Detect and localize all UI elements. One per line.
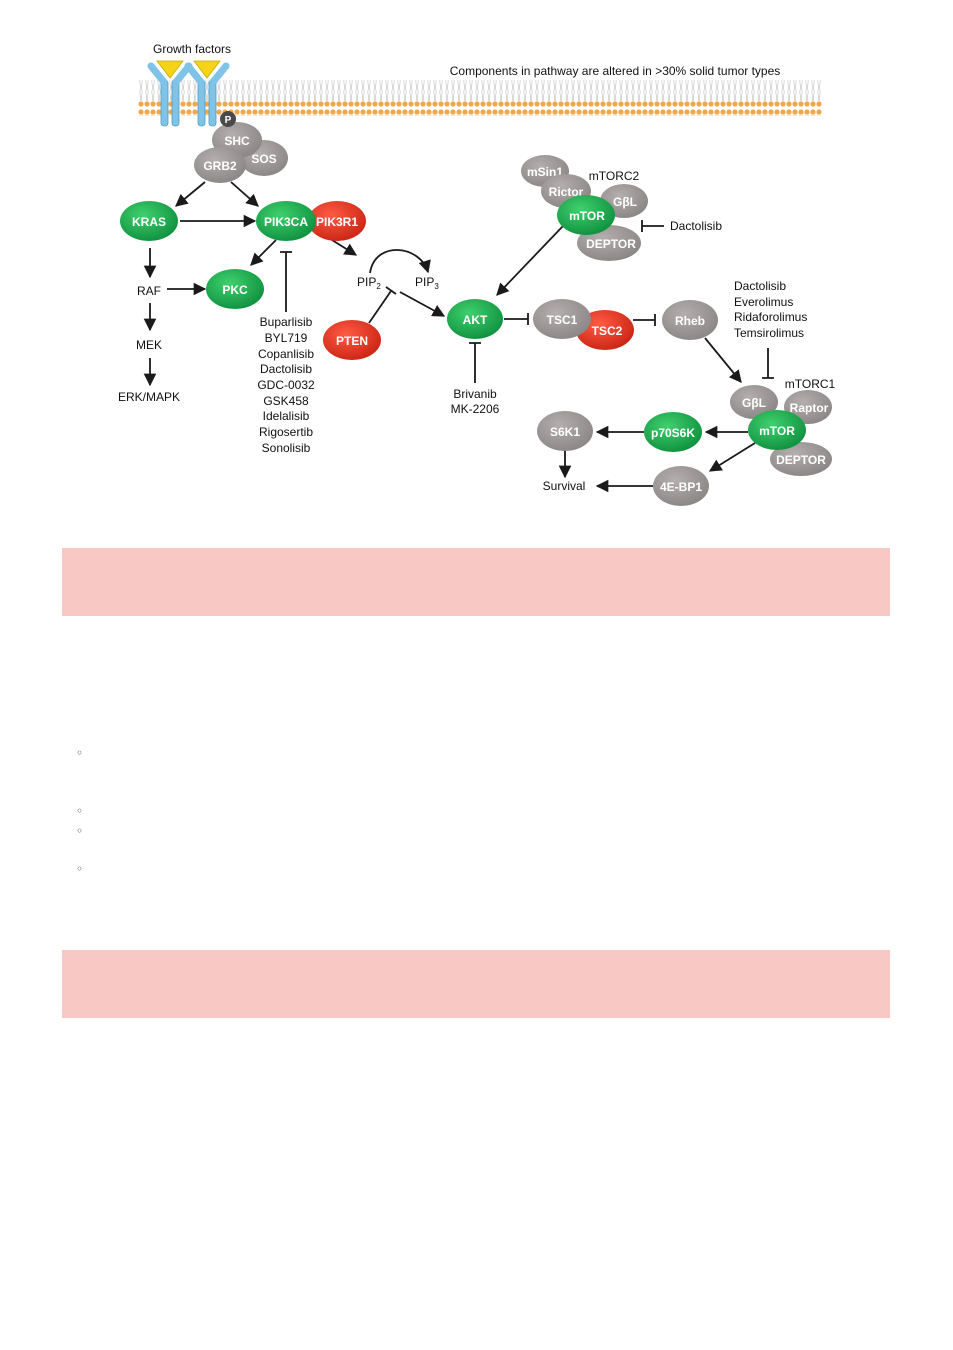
node-kras-label: KRAS bbox=[132, 215, 166, 229]
pik3-drug-list: Buparlisib BYL719 Copanlisib Dactolisib … bbox=[257, 315, 315, 455]
node-msin1-label: mSin1 bbox=[527, 165, 563, 179]
drug-buparlisib: Buparlisib bbox=[260, 315, 313, 329]
node-pten-label: PTEN bbox=[336, 334, 368, 348]
highlight-band-bottom bbox=[62, 950, 890, 1018]
label-mek: MEK bbox=[136, 338, 162, 352]
arrow-pik3r1-pip2 bbox=[331, 239, 358, 256]
node-4ebp1-label: 4E-BP1 bbox=[660, 480, 702, 494]
drug-dactolisib: Dactolisib bbox=[260, 362, 312, 376]
arrow-pip2-pip3 bbox=[369, 249, 431, 274]
label-survival: Survival bbox=[543, 479, 586, 493]
node-pik3ca-label: PIK3CA bbox=[264, 215, 308, 229]
node-rictor-label: Rictor bbox=[549, 185, 584, 199]
label-pip3: PIP3 bbox=[415, 275, 439, 291]
node-pten bbox=[323, 320, 381, 360]
list-bullet-2: ◦ bbox=[76, 804, 84, 818]
arrow-grb2-pik3ca bbox=[230, 181, 259, 207]
drug-ridaforolimus: Ridaforolimus bbox=[734, 310, 807, 324]
drug-temsirolimus: Temsirolimus bbox=[734, 326, 804, 340]
node-pik3ca bbox=[256, 201, 316, 241]
arrow-rheb-mtorc1 bbox=[704, 337, 742, 383]
list-bullet-4: ◦ bbox=[76, 862, 84, 876]
node-pik3r1-label: PIK3R1 bbox=[316, 215, 358, 229]
label-mtorc1: mTORC1 bbox=[785, 377, 836, 391]
pathway-arrows bbox=[143, 181, 774, 493]
node-akt bbox=[447, 299, 503, 339]
growth-factors-label: Growth factors bbox=[153, 42, 231, 56]
mtorc1-drug-list: Dactolisib Everolimus Ridaforolimus Tems… bbox=[734, 279, 807, 340]
inhibit-drugs-pik3ca bbox=[280, 251, 292, 312]
arrow-grb2-kras bbox=[175, 181, 206, 207]
inhibit-pten-pip bbox=[368, 286, 397, 324]
drug-brivanib: Brivanib bbox=[453, 387, 497, 401]
phospho-label: P bbox=[225, 115, 232, 126]
drug-mk-2206: MK-2206 bbox=[451, 402, 500, 416]
node-mtor-mtorc1-label: mTOR bbox=[759, 424, 795, 438]
node-kras bbox=[120, 201, 178, 241]
arrow-pik3ca-pkc bbox=[250, 239, 277, 266]
node-rheb bbox=[662, 300, 718, 340]
node-grb2-label: GRB2 bbox=[203, 159, 237, 173]
label-raf: RAF bbox=[137, 284, 161, 298]
node-p70s6k-label: p70S6K bbox=[651, 426, 695, 440]
label-pip2: PIP2 bbox=[357, 275, 381, 291]
node-sos-label: SOS bbox=[251, 152, 276, 166]
node-deptor-mtorc1-label: DEPTOR bbox=[776, 453, 826, 467]
highlight-band-top bbox=[62, 548, 890, 616]
drug-rigosertib: Rigosertib bbox=[259, 425, 313, 439]
node-tsc1-label: TSC1 bbox=[547, 313, 578, 327]
drug-idelalisib: Idelalisib bbox=[263, 409, 310, 423]
node-tsc2-label: TSC2 bbox=[592, 324, 623, 338]
drug-everolimus: Everolimus bbox=[734, 295, 793, 309]
drug-dactolisib-mtorc2: Dactolisib bbox=[670, 219, 722, 233]
node-pkc-label: PKC bbox=[222, 283, 248, 297]
drug-byl719: BYL719 bbox=[265, 331, 308, 345]
node-shc-label: SHC bbox=[224, 134, 250, 148]
node-mtor-mtorc1 bbox=[748, 410, 806, 450]
inhibit-dactolisib-mtorc2 bbox=[641, 220, 664, 232]
ligand-right-icon bbox=[193, 60, 221, 79]
ligand-left-icon bbox=[156, 60, 184, 79]
label-erk-mapk: ERK/MAPK bbox=[118, 390, 180, 404]
node-raptor-label: Raptor bbox=[790, 401, 829, 415]
label-mtorc2: mTORC2 bbox=[589, 169, 640, 183]
node-gbl-mtorc1 bbox=[730, 385, 778, 419]
node-grb2 bbox=[194, 147, 246, 183]
node-s6k1-label: S6K1 bbox=[550, 425, 580, 439]
list-bullet-1: ◦ bbox=[76, 746, 84, 760]
node-s6k1 bbox=[537, 411, 593, 451]
receptor-right bbox=[184, 60, 230, 127]
arrow-pip-akt bbox=[399, 291, 446, 317]
drug-dactolisib-mtorc1: Dactolisib bbox=[734, 279, 786, 293]
node-gbl-mtorc2-label: GβL bbox=[613, 195, 637, 209]
node-gbl-mtorc1-label: GβL bbox=[742, 396, 766, 410]
node-rheb-label: Rheb bbox=[675, 314, 705, 328]
list-bullet-3: ◦ bbox=[76, 824, 84, 838]
receptor-left bbox=[147, 60, 193, 127]
inhibit-drugs-mtorc1 bbox=[762, 348, 774, 379]
node-4ebp1 bbox=[653, 466, 709, 506]
cell-membrane bbox=[138, 80, 822, 116]
node-pik3r1 bbox=[308, 201, 366, 241]
node-mtor-mtorc2 bbox=[557, 195, 615, 235]
node-deptor-mtorc1 bbox=[770, 442, 832, 476]
node-deptor-mtorc2-label: DEPTOR bbox=[586, 237, 636, 251]
arrow-mtor-4ebp1 bbox=[708, 442, 756, 472]
node-p70s6k bbox=[644, 412, 702, 452]
drug-sonolisib: Sonolisib bbox=[262, 441, 311, 455]
arrow-mtorc2-akt bbox=[496, 225, 564, 296]
drug-gsk458: GSK458 bbox=[263, 394, 309, 408]
phospho-icon bbox=[220, 111, 236, 127]
inhibit-drugs-akt bbox=[469, 342, 481, 383]
node-pkc bbox=[206, 269, 264, 309]
pathway-diagram: Growth factors Components in pathway are… bbox=[118, 42, 836, 506]
node-tsc1 bbox=[533, 299, 591, 339]
node-mtor-mtorc2-label: mTOR bbox=[569, 209, 605, 223]
pathway-note: Components in pathway are altered in >30… bbox=[450, 64, 781, 78]
inhibit-akt-tsc1 bbox=[504, 313, 529, 325]
drug-gdc-0032: GDC-0032 bbox=[257, 378, 315, 392]
inhibit-tsc2-rheb bbox=[633, 314, 656, 326]
drug-copanlisib: Copanlisib bbox=[258, 347, 314, 361]
node-akt-label: AKT bbox=[463, 313, 488, 327]
